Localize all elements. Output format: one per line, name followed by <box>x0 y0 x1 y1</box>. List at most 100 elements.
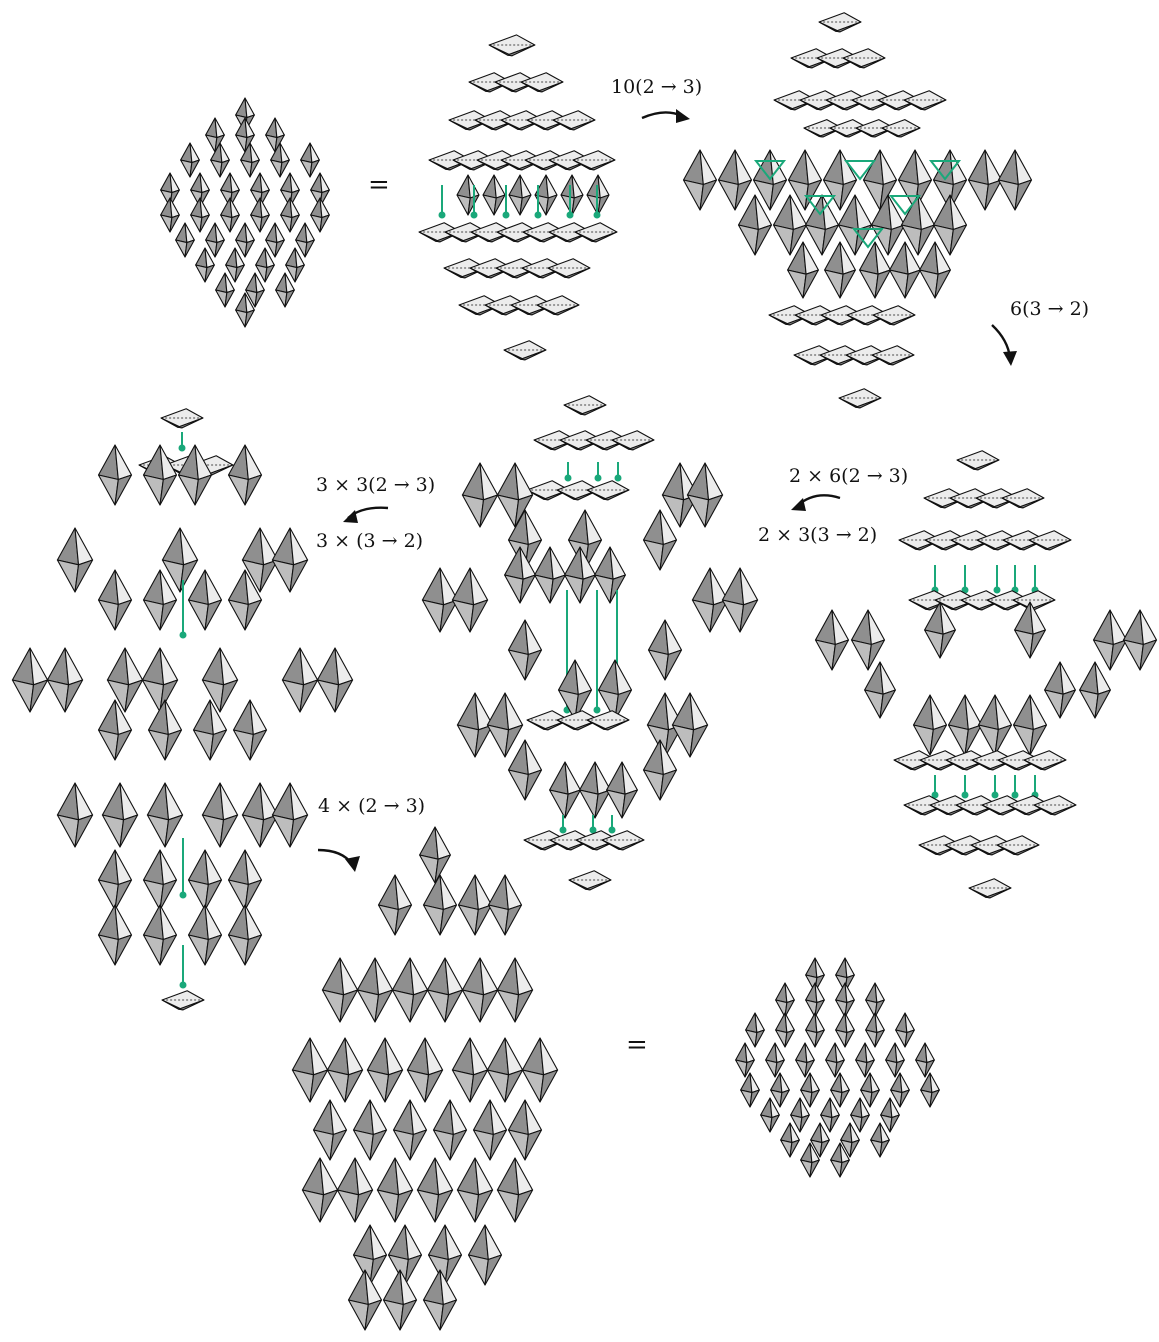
octahedron <box>311 198 330 232</box>
octahedron <box>57 528 92 592</box>
move-label-3x3-2-to-3: 3 × 3(2 → 3) <box>316 474 435 496</box>
octahedron <box>99 570 132 630</box>
octahedron <box>957 451 999 470</box>
connector-dot <box>180 892 187 899</box>
octahedron <box>649 620 682 680</box>
octahedron <box>487 1038 522 1102</box>
octahedron <box>276 273 295 307</box>
octahedron <box>925 602 956 658</box>
octahedron <box>791 1098 810 1132</box>
octahedron <box>1045 662 1076 718</box>
octahedron <box>914 695 947 755</box>
connector-dot <box>471 212 478 219</box>
octahedron <box>337 1158 372 1222</box>
octahedron <box>292 1038 327 1102</box>
octahedron <box>806 1013 825 1047</box>
cluster-layer <box>12 13 1156 1330</box>
octahedron <box>354 1225 387 1285</box>
octahedron <box>144 445 177 505</box>
connector-dot <box>594 212 601 219</box>
octahedron <box>861 1073 880 1107</box>
octahedron <box>322 958 357 1022</box>
octahedron <box>776 983 795 1017</box>
octahedron <box>839 389 881 408</box>
octahedron <box>389 1225 422 1285</box>
octahedron <box>379 875 412 935</box>
octahedron <box>226 248 245 282</box>
move-label-10-2-to-3: 10(2 → 3) <box>611 76 702 98</box>
octahedron <box>806 983 825 1017</box>
connector-dot <box>535 212 542 219</box>
connector-dot <box>994 587 1001 594</box>
octahedron <box>843 49 885 68</box>
octahedron <box>424 1270 457 1330</box>
octahedron <box>831 1073 850 1107</box>
octahedron <box>766 1043 785 1077</box>
octahedron <box>886 1043 905 1077</box>
octahedron <box>1080 662 1111 718</box>
octahedron <box>317 648 352 712</box>
octahedron <box>587 711 629 730</box>
octahedron <box>176 223 195 257</box>
octahedron <box>920 242 951 298</box>
octahedron <box>865 662 896 718</box>
octahedron <box>489 875 522 935</box>
octahedron <box>504 341 546 360</box>
octahedron <box>999 150 1032 210</box>
octahedron <box>644 740 677 800</box>
octahedron <box>781 1123 800 1157</box>
octahedron <box>1094 610 1127 670</box>
octahedron <box>147 783 182 847</box>
move-label-2x6-2-to-3: 2 × 6(2 → 3) <box>789 465 908 487</box>
equals-sign-bottom: = <box>626 1030 648 1060</box>
octahedron <box>687 463 722 527</box>
octahedron <box>459 875 492 935</box>
octahedron <box>457 1158 492 1222</box>
octahedron <box>553 111 595 130</box>
octahedron <box>272 528 307 592</box>
octahedron <box>796 1043 815 1077</box>
octahedron <box>196 248 215 282</box>
octahedron <box>181 143 200 177</box>
octahedron <box>559 660 592 720</box>
connector-dot <box>565 475 572 482</box>
octahedron <box>462 463 497 527</box>
arrow-10-2-to-3-head <box>676 109 690 123</box>
octahedron <box>741 1073 760 1107</box>
octahedron <box>776 1013 795 1047</box>
octahedron <box>462 958 497 1022</box>
octahedron <box>821 1098 840 1132</box>
octahedron <box>149 700 182 760</box>
connector-dot <box>439 212 446 219</box>
octahedron <box>474 1100 507 1160</box>
octahedron <box>99 905 132 965</box>
octahedron <box>836 1013 855 1047</box>
octahedron <box>161 198 180 232</box>
octahedron <box>852 610 885 670</box>
octahedron <box>535 547 566 603</box>
octahedron <box>497 1158 532 1222</box>
octahedron <box>420 827 451 883</box>
octahedron <box>424 875 457 935</box>
octahedron <box>429 1225 462 1285</box>
octahedron <box>569 871 611 890</box>
octahedron <box>746 1013 765 1047</box>
octahedron <box>969 150 1002 210</box>
octahedron <box>483 175 505 215</box>
arrow-4x-2-to-3-shaft <box>318 850 352 864</box>
octahedron <box>367 1038 402 1102</box>
octahedron <box>377 1158 412 1222</box>
octahedron <box>871 1123 890 1157</box>
octahedron <box>509 175 531 215</box>
octahedron <box>57 783 92 847</box>
octahedron <box>282 648 317 712</box>
octahedron <box>509 740 542 800</box>
octahedron <box>979 695 1012 755</box>
equals-sign-top: = <box>368 170 390 200</box>
octahedron <box>266 223 285 257</box>
connector-dot <box>962 792 969 799</box>
octahedron <box>162 528 197 592</box>
octahedron <box>47 648 82 712</box>
octahedron <box>856 1043 875 1077</box>
octahedron <box>916 1043 935 1077</box>
